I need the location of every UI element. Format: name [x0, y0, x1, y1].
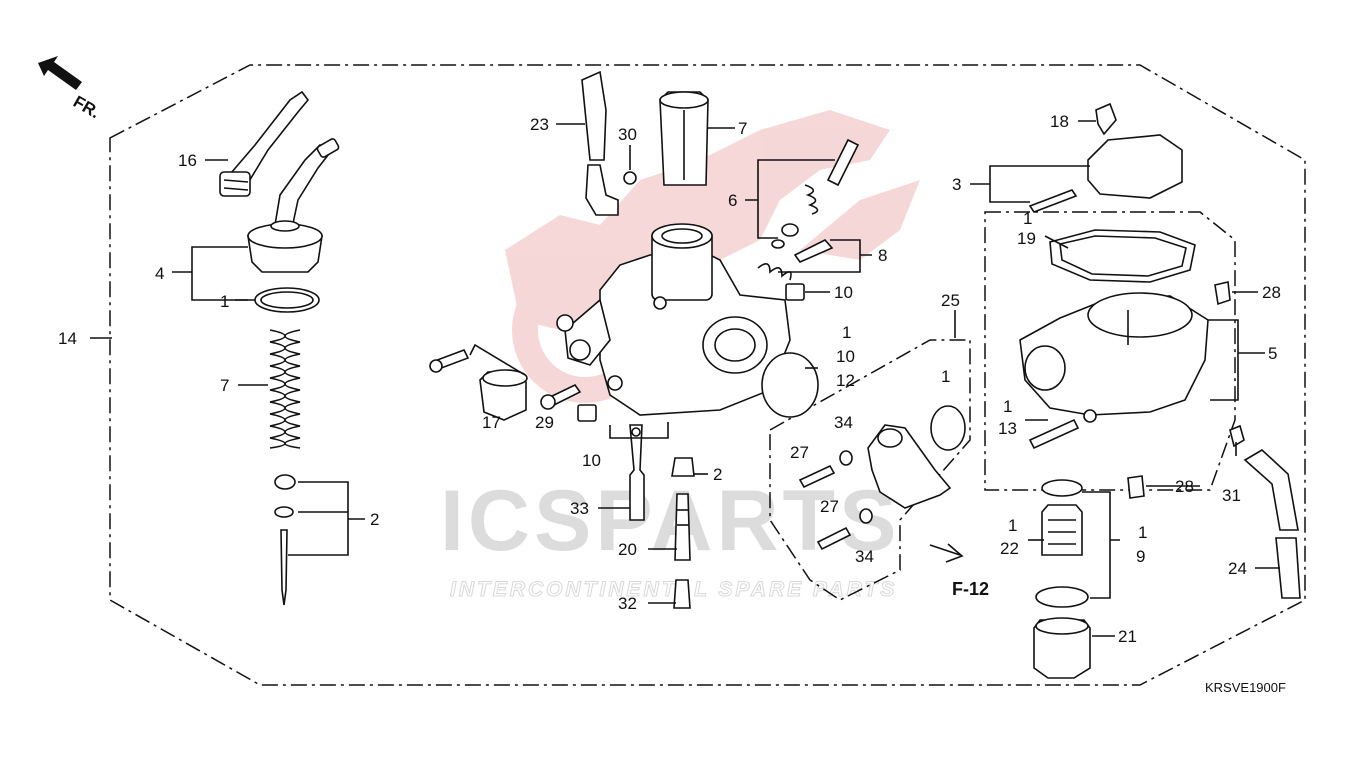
choke-cap-17: [479, 369, 528, 421]
callout-28-bottom: 28: [1175, 477, 1194, 496]
reference-f12: F-12: [952, 579, 989, 599]
screw-28-top: [1214, 281, 1231, 306]
callout-10-oring: 10: [836, 347, 855, 366]
callout-10-top: 10: [834, 283, 853, 302]
o-ring-1-cutoff: [930, 405, 966, 451]
callout-25: 25: [941, 291, 960, 310]
screw-27-bottom: [816, 526, 852, 551]
drain-cap-21: [1033, 617, 1091, 679]
washer-34-top: [839, 450, 853, 466]
plate-10-lower: [577, 404, 597, 422]
o-ring-9-bottom: [1035, 586, 1089, 608]
screw-29: [540, 383, 582, 410]
jet-holder-20: [674, 493, 691, 561]
callout-labels: 14 16 4 1 7 2 23 30 7 6 8 10 17 29 10 1 …: [58, 112, 1281, 646]
fuel-hose-16: [219, 90, 310, 197]
callout-4: 4: [155, 264, 164, 283]
jet-needle-set-2: [274, 474, 296, 606]
float-cover-3: [1028, 134, 1183, 213]
callout-5: 5: [1268, 344, 1277, 363]
callout-29: 29: [535, 413, 554, 432]
callout-33: 33: [570, 499, 589, 518]
callout-23: 23: [530, 115, 549, 134]
callout-10-lower: 10: [582, 451, 601, 470]
callout-1: 1: [220, 292, 229, 311]
callout-20: 20: [618, 540, 637, 559]
callout-1-cutoff: 1: [941, 367, 950, 386]
screw-13: [1028, 418, 1080, 450]
watermark-tagline: INTERCONTINENTAL SPARE PARTS: [450, 578, 897, 601]
callout-18: 18: [1050, 112, 1069, 131]
screw-18: [1095, 102, 1117, 136]
callout-34-top: 34: [834, 413, 853, 432]
callout-8: 8: [878, 246, 887, 265]
callout-27-top: 27: [790, 443, 809, 462]
callout-13: 13: [998, 419, 1017, 438]
callout-9: 9: [1136, 547, 1145, 566]
front-arrow-icon: FR.: [38, 56, 103, 122]
screw-28-bottom: [1127, 475, 1145, 499]
o-ring-1-left-inner: [260, 291, 314, 309]
callout-2-left: 2: [370, 510, 379, 529]
callout-21: 21: [1118, 627, 1137, 646]
spring-7-left: [269, 329, 301, 449]
pilot-screw-set-6: [771, 138, 860, 249]
carburetor-top-4: [247, 138, 340, 273]
callout-1-screw: 1: [1003, 397, 1012, 416]
clip-30: [623, 171, 637, 185]
callout-7-center: 7: [738, 119, 747, 138]
throttle-valve-7-center: [659, 91, 709, 186]
carburetor-body: [556, 223, 791, 416]
o-ring-13-small: [1083, 409, 1097, 423]
callout-17: 17: [482, 413, 501, 432]
callout-2-center: 2: [713, 465, 722, 484]
screw-left-center: [429, 348, 470, 373]
callout-16: 16: [178, 151, 197, 170]
callout-31: 31: [1222, 486, 1241, 505]
plate-10-top: [785, 283, 805, 301]
callout-12: 12: [836, 371, 855, 390]
gasket-19: [1049, 229, 1196, 283]
front-label: FR.: [70, 92, 103, 122]
leader-lines: [90, 120, 1280, 637]
callout-34-bottom: 34: [855, 547, 874, 566]
main-jet-2-center: [671, 457, 695, 477]
needle-jet-33: [629, 424, 645, 521]
callout-27-bottom: 27: [820, 497, 839, 516]
callout-3: 3: [952, 175, 961, 194]
drain-tube-24: [1243, 449, 1301, 599]
washer-34-bottom: [859, 508, 873, 524]
callout-7-left: 7: [220, 376, 229, 395]
cutoff-valve-group-border: [769, 339, 971, 601]
callout-19-label: 19: [1017, 229, 1036, 248]
callout-1-oring: 1: [842, 323, 851, 342]
f12-arrow: [929, 543, 964, 563]
cutoff-valve: [867, 424, 952, 509]
float-chamber-5: [1019, 292, 1209, 416]
callout-1-drain: 1: [1138, 523, 1147, 542]
callout-30: 30: [618, 125, 637, 144]
callout-28-top: 28: [1262, 283, 1281, 302]
pipe-23: [581, 70, 619, 216]
screw-27-top: [798, 464, 836, 489]
float-chamber-group-border: [984, 211, 1236, 491]
callout-6: 6: [728, 191, 737, 210]
callout-32: 32: [618, 594, 637, 613]
watermark-brand: ICSPARTS: [440, 473, 900, 569]
callout-22: 22: [1000, 539, 1019, 558]
diagram-code: KRSVE1900F: [1205, 680, 1286, 695]
callout-1-gasket: 1: [1023, 209, 1032, 228]
callout-1-filter: 1: [1008, 516, 1017, 535]
callout-14: 14: [58, 329, 77, 348]
clip-31: [1229, 424, 1245, 448]
filter-22: [1041, 504, 1083, 556]
o-ring-9-top: [1041, 479, 1083, 497]
screw-set-8: [757, 239, 834, 281]
slow-jet-32: [673, 579, 691, 609]
o-ring-10-12: [761, 352, 819, 418]
callout-24: 24: [1228, 559, 1247, 578]
